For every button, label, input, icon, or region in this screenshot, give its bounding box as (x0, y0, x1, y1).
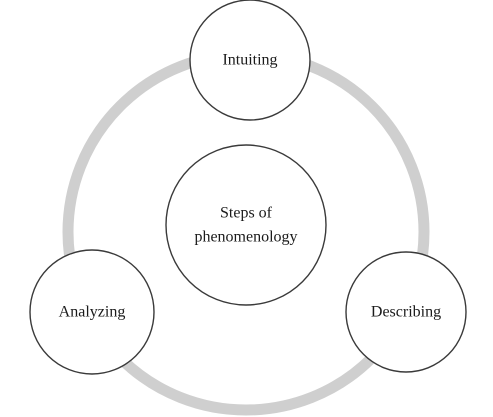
step-node-intuiting-circle (189, 0, 311, 121)
center-node-circle (165, 144, 327, 306)
step-node-analyzing: Analyzing (29, 249, 155, 375)
step-node-intuiting: Intuiting (189, 0, 311, 121)
step-label-intuiting: Intuiting (222, 52, 277, 69)
step-node-describing: Describing (345, 251, 467, 373)
center-label-line1: Steps of (220, 205, 273, 222)
step-label-describing: Describing (371, 304, 441, 321)
center-label-line2: phenomenology (194, 229, 297, 246)
center-node: Steps of phenomenology (165, 144, 327, 306)
step-label-analyzing: Analyzing (59, 304, 126, 321)
step-node-describing-circle (345, 251, 467, 373)
step-node-analyzing-circle (29, 249, 155, 375)
